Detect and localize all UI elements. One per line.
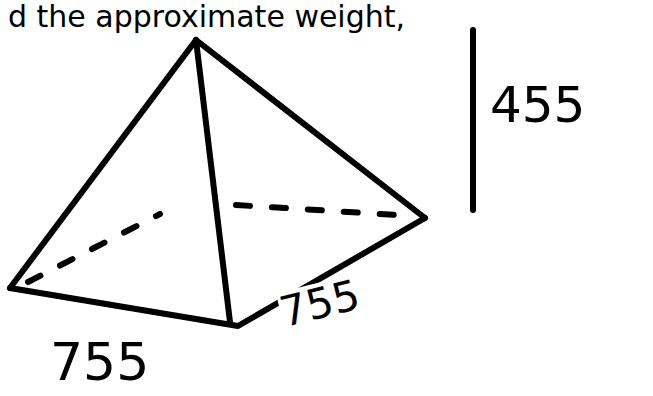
hidden-edge	[236, 205, 412, 216]
hidden-edge	[28, 214, 160, 282]
dimension-label: 755	[276, 274, 364, 334]
question-text: d the approximate weight,	[4, 2, 409, 32]
dimension-label: 455	[490, 80, 585, 130]
pyramid-edge	[196, 40, 425, 218]
pyramid-edge	[10, 40, 196, 288]
height-bar	[470, 30, 476, 210]
dimension-label: 755	[50, 336, 149, 388]
pyramid-edge	[196, 40, 230, 322]
